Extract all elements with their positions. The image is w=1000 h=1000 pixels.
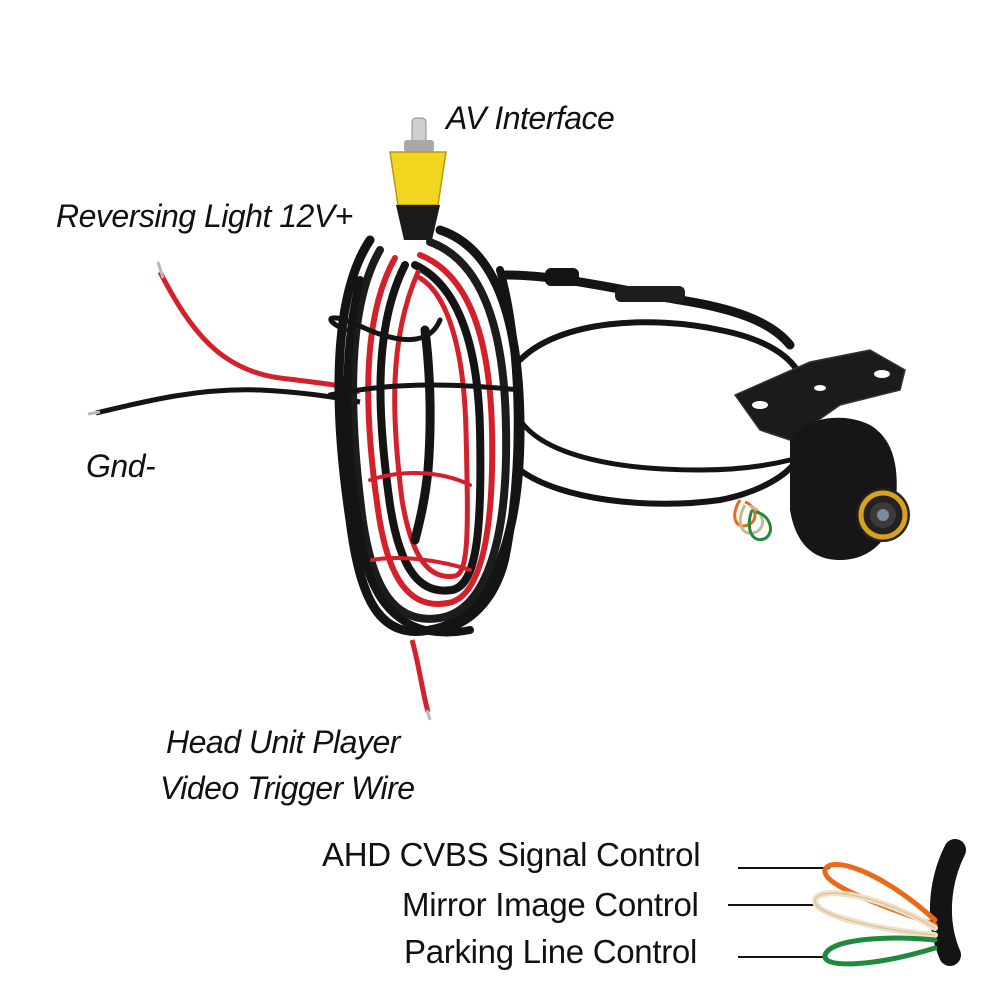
legend-leader-lines: [728, 867, 830, 958]
head-unit-label-line2: Video Trigger Wire: [160, 770, 415, 806]
av-interface-label: AV Interface: [446, 100, 615, 136]
head-unit-label-line1: Head Unit Player: [166, 724, 400, 760]
rca-connector-icon: [389, 117, 447, 240]
wire-loops-icon: [812, 839, 966, 967]
camera-icon: [733, 349, 910, 560]
mirror-image-label: Mirror Image Control: [402, 886, 699, 923]
reversing-light-label: Reversing Light 12V+: [56, 198, 353, 234]
ahd-cvbs-label: AHD CVBS Signal Control: [322, 836, 701, 873]
cable-coil-icon: [327, 225, 525, 637]
parking-line-label: Parking Line Control: [404, 933, 697, 970]
power-wires: [87, 261, 432, 721]
camera-cable: [500, 268, 808, 507]
camera-control-wires: [733, 499, 772, 542]
gnd-label: Gnd-: [86, 448, 156, 484]
